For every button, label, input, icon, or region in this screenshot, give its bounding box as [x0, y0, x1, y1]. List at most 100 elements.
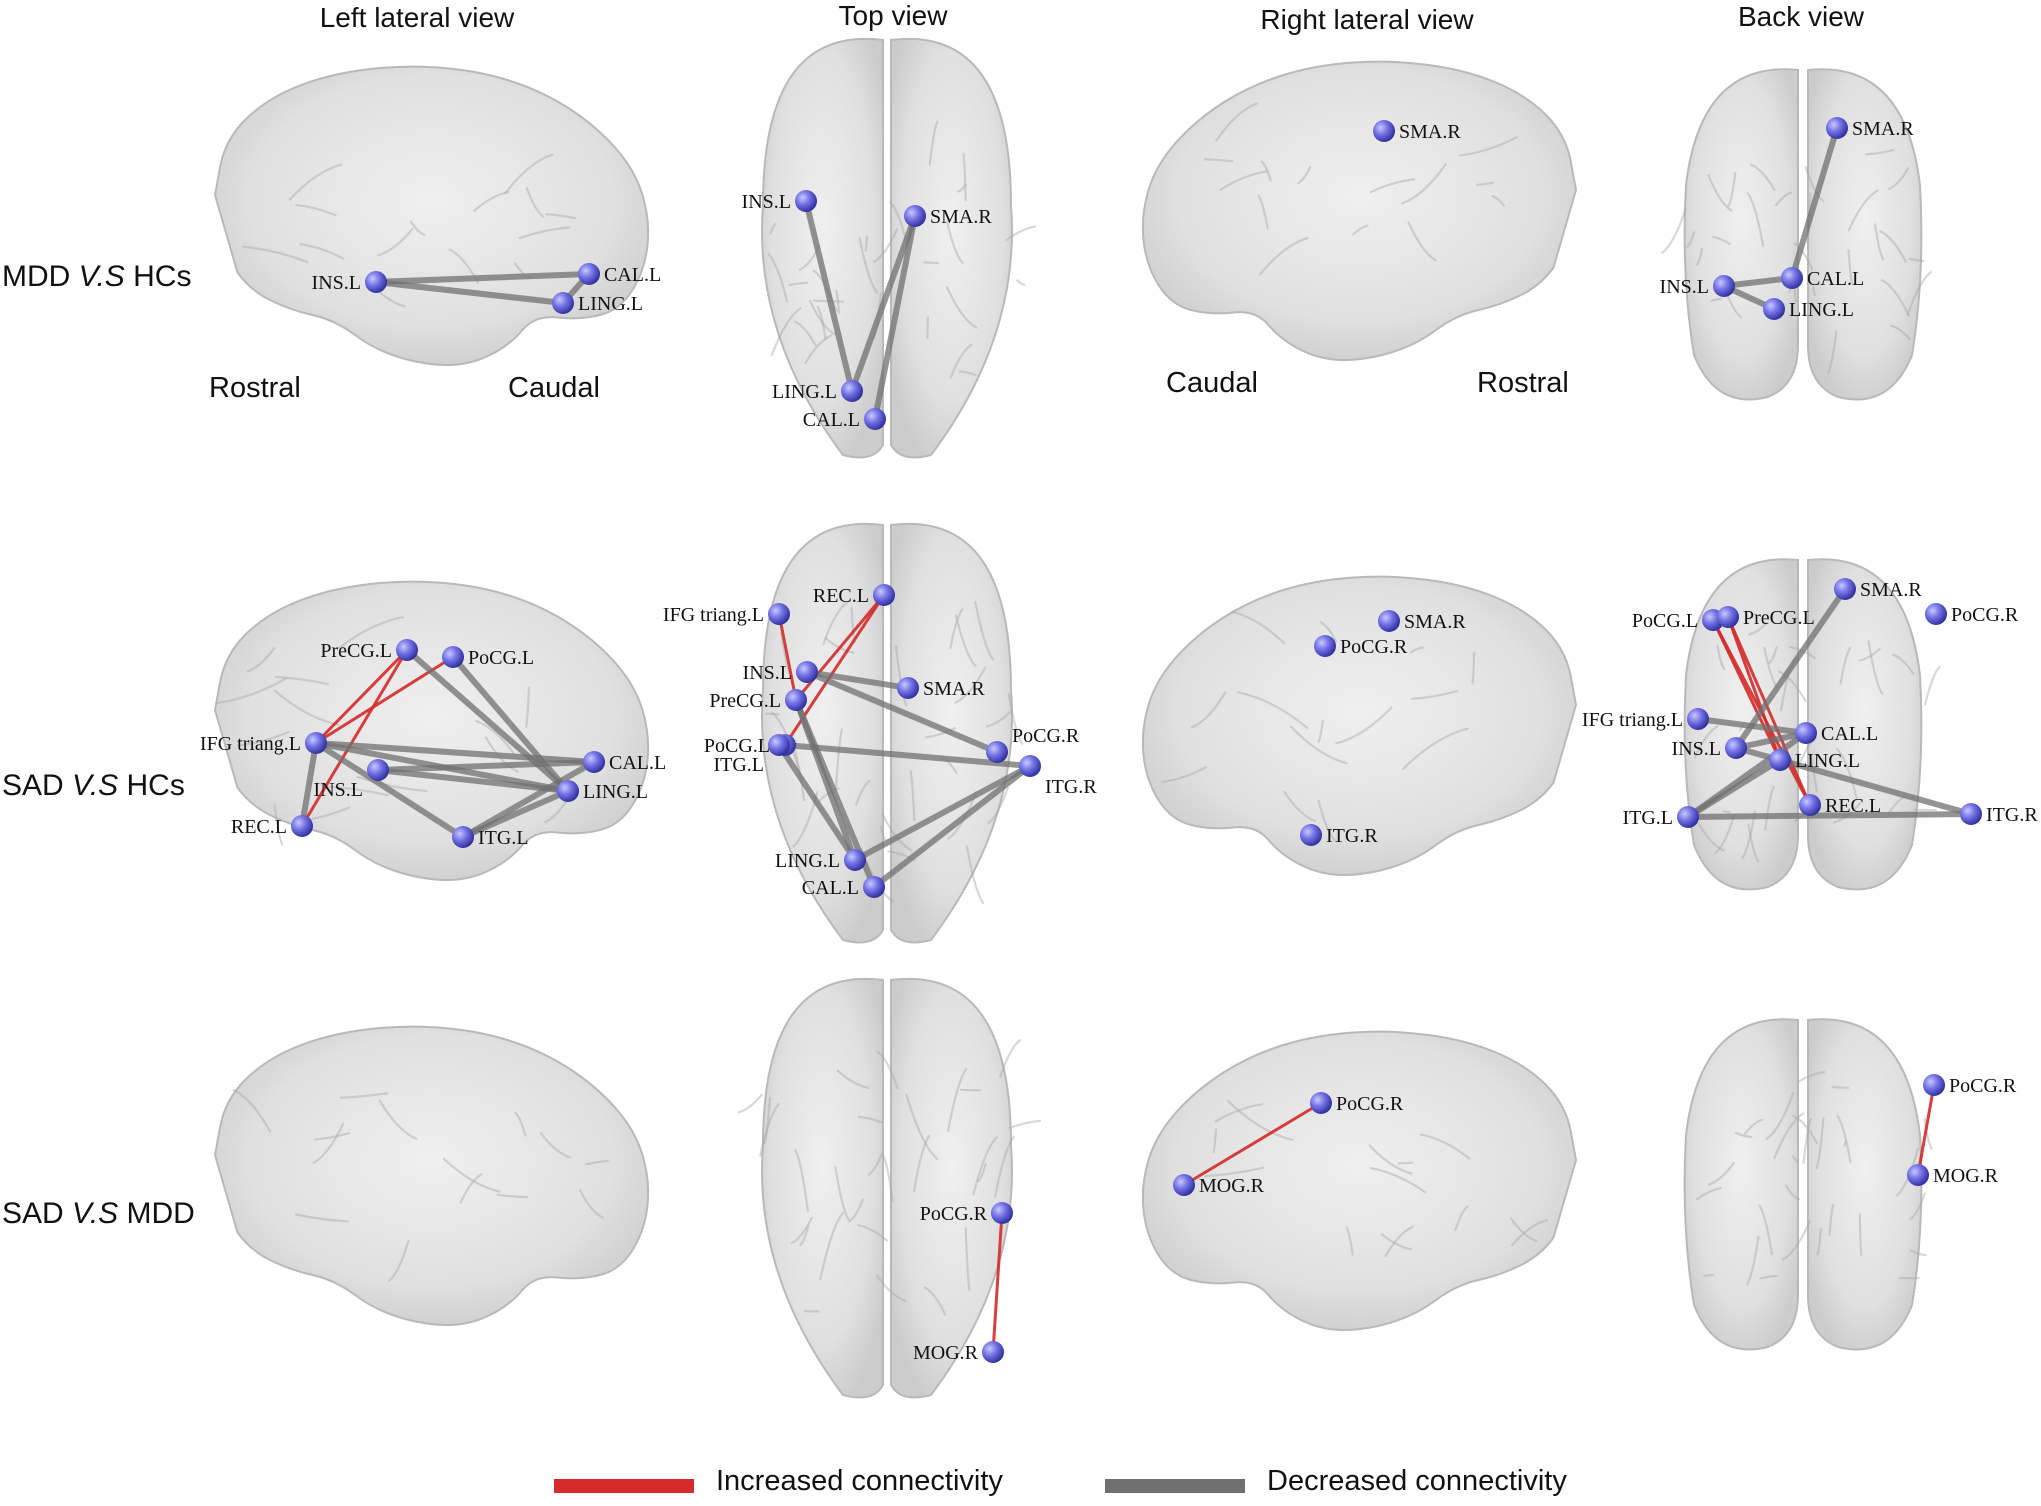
node-INS-L	[1713, 275, 1735, 297]
sulcus-line	[974, 600, 995, 661]
sulcus-line	[949, 608, 964, 650]
edge-decreased-ITGL-LINGL	[776, 742, 858, 863]
sulcus-line	[1747, 823, 1760, 863]
node-ITG-R	[1300, 824, 1322, 846]
panel-r3-left	[213, 1025, 650, 1327]
sulcus-line	[1317, 799, 1337, 842]
node-label: IFG triang.L	[1582, 709, 1683, 731]
node-label: MOG.R	[1199, 1175, 1265, 1197]
sulcus-line	[1410, 689, 1459, 700]
sulcus-line	[804, 334, 833, 365]
sulcus-line	[925, 726, 957, 739]
sulcus-line	[1007, 692, 1024, 746]
node-REC-L	[873, 584, 895, 606]
node-label: INS.L	[314, 779, 363, 801]
sulcus-line	[514, 1111, 527, 1137]
sulcus-line	[954, 614, 977, 668]
sulcus-line	[409, 220, 426, 236]
sulcus-line	[1258, 236, 1309, 276]
brain-back-right-hemisphere	[1807, 1018, 1923, 1351]
node-INS-L	[367, 759, 389, 781]
node-PoCG-R	[1925, 603, 1947, 625]
brain-lateral-left	[213, 65, 650, 367]
panel-r1-right: SMA.R	[1141, 60, 1578, 362]
sulcus-line	[1407, 221, 1438, 262]
node-label: LING.L	[772, 381, 837, 403]
edge-increased-RECL-PreCGL	[794, 593, 886, 702]
sulcus-line	[1758, 1204, 1774, 1256]
direction-left-rostral: Rostral	[209, 372, 301, 404]
edge-decreased-LINGL-ITGR	[852, 763, 1033, 863]
sulcus-line	[1836, 1114, 1852, 1164]
node-IFG-triang-L	[305, 732, 327, 754]
sulcus-line	[1297, 166, 1312, 185]
node-PoCG-R	[1923, 1074, 1945, 1096]
sulcus-line	[1368, 1144, 1413, 1175]
sulcus-line	[585, 1159, 609, 1166]
edge-decreased-RECL-IFGtriangL	[299, 740, 319, 829]
sulcus-line	[864, 235, 868, 252]
node-label: PoCG.R	[1012, 725, 1080, 747]
sulcus-line	[273, 689, 340, 726]
node-LING-L	[1763, 298, 1785, 320]
sulcus-line	[241, 245, 309, 264]
sulcus-line	[1471, 651, 1476, 685]
sulcus-line	[1778, 670, 1807, 702]
sulcus-line	[1734, 1131, 1753, 1139]
sulcus-line	[1319, 621, 1337, 643]
sulcus-line	[858, 236, 879, 294]
node-label: SMA.R	[930, 206, 992, 228]
edge-decreased-IFGtriangL-ITGL	[313, 740, 466, 840]
brain-surface	[213, 1025, 650, 1327]
sulcus-line	[1317, 719, 1324, 743]
node-label: MOG.R	[913, 1342, 979, 1364]
sulcus-line	[313, 1131, 351, 1141]
sulcus-line	[1491, 194, 1505, 207]
brain-surface	[1683, 558, 1941, 891]
brain-lateral-right	[1141, 575, 1578, 877]
edge-decreased-PoCGL-ITGR	[782, 742, 1033, 769]
node-MOG-R	[1907, 1164, 1929, 1186]
sulcus-line	[882, 1154, 894, 1203]
sulcus-line	[1858, 647, 1881, 662]
node-PreCG-L	[1717, 606, 1739, 628]
sulcus-line	[1888, 167, 1910, 190]
sulcus-line	[1908, 257, 1925, 263]
edge-decreased-ITGL-ITGR	[1685, 811, 1974, 820]
edge-increased-PreCGL-RECL	[1726, 615, 1812, 807]
node-label: PoCG.L	[1632, 610, 1698, 632]
edge-decreased-INSL-CALL	[1733, 730, 1809, 751]
sulcus-line	[1923, 1117, 1933, 1150]
node-label: ITG.R	[1045, 776, 1097, 798]
sulcus-line	[1909, 1249, 1927, 1257]
sulcus-line	[1204, 1166, 1265, 1178]
sulcus-line	[923, 1286, 947, 1316]
sulcus-line	[1773, 1112, 1805, 1160]
sulcus-line	[965, 845, 985, 904]
node-SMA-R	[1373, 120, 1395, 142]
brain-surface	[1683, 1018, 1933, 1351]
node-label: MOG.R	[1933, 1165, 1999, 1187]
sulcus-line	[928, 120, 939, 166]
node-label: ITG.R	[1986, 804, 2038, 826]
sulcus-line	[794, 1148, 809, 1213]
edge-increased-IFGtriangL-PreCGL	[777, 612, 798, 702]
node-INS-L	[795, 190, 817, 212]
node-CAL-L	[864, 408, 886, 430]
sulcus-line	[338, 616, 405, 649]
sulcus-line	[1881, 279, 1911, 317]
sulcus-line	[1454, 1205, 1469, 1232]
sulcus-line	[1345, 1226, 1354, 1256]
node-ITG-L	[768, 734, 790, 756]
sulcus-line	[1401, 162, 1447, 205]
node-label: PoCG.R	[1336, 1093, 1404, 1115]
sulcus-line	[857, 1223, 889, 1242]
node-label: CAL.L	[609, 752, 666, 774]
sulcus-line	[1793, 242, 1814, 271]
edge-increased-PreCGL-LINGL	[1726, 615, 1782, 762]
header-left-lateral-view: Left lateral view	[319, 2, 515, 33]
brain-back-right-hemisphere	[1807, 68, 1923, 401]
